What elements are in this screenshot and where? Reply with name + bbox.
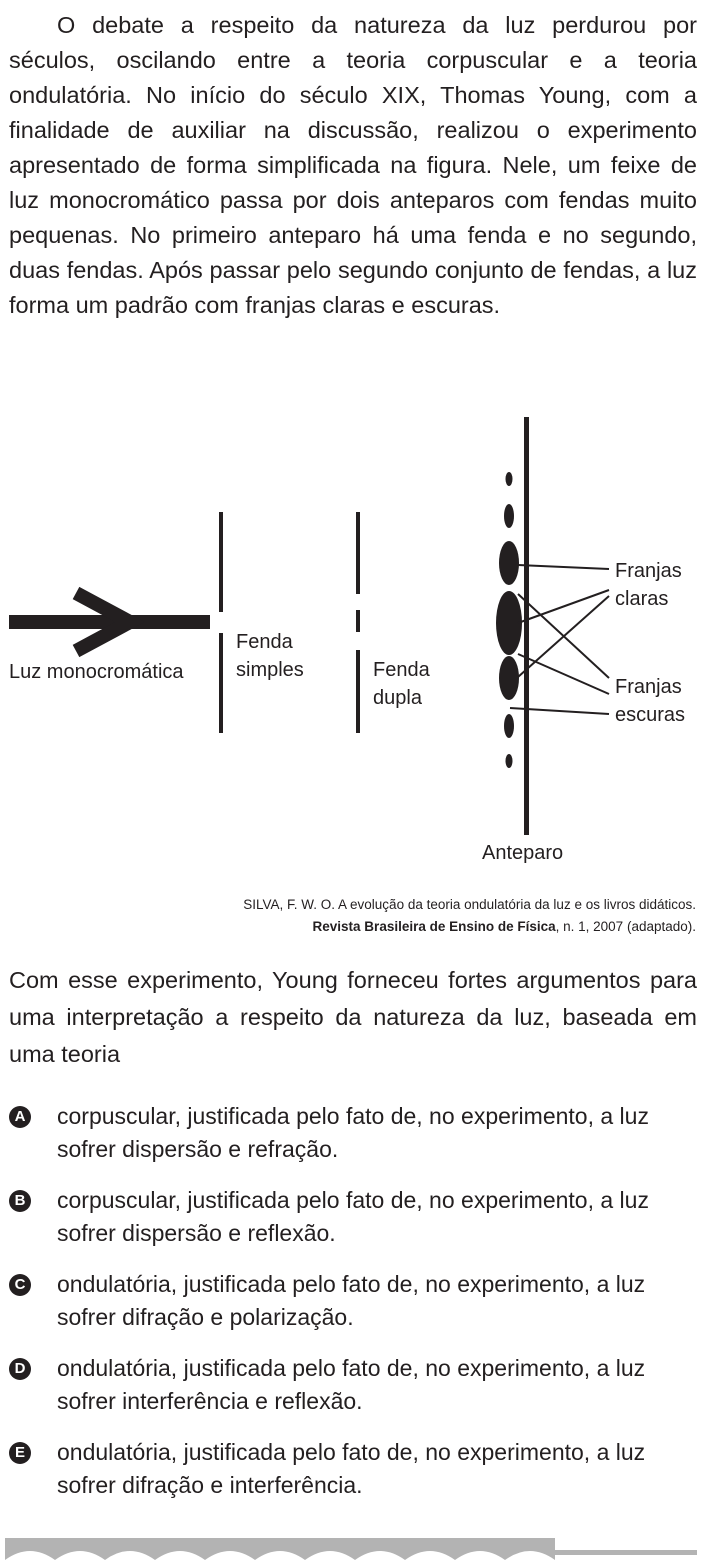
bright-fringes-label-2: claras (615, 588, 668, 610)
citation-details: , n. 1, 2007 (adaptado). (555, 919, 696, 934)
dark-fringes-label-1: Franjas (615, 676, 682, 698)
dark-fringes-label-2: escuras (615, 704, 685, 726)
option-b-text: corpuscular, justificada pelo fato de, n… (57, 1187, 649, 1246)
option-d[interactable]: D ondulatória, justificada pelo fato de,… (9, 1352, 699, 1418)
young-experiment-figure: Luz monocromática Fenda simples Fenda du… (9, 417, 685, 864)
option-e-text: ondulatória, justificada pelo fato de, n… (57, 1439, 646, 1498)
option-d-text: ondulatória, justificada pelo fato de, n… (57, 1355, 646, 1414)
single-slit-label-1: Fenda (236, 631, 294, 653)
screen-barrier (524, 417, 529, 835)
bright-fringes-label-1: Franjas (615, 560, 682, 582)
double-slit-barrier (356, 512, 360, 733)
option-b-badge: B (9, 1190, 31, 1212)
light-beam-arrow (9, 586, 210, 658)
fringe-pointer-lines (509, 564, 610, 715)
source-citation: SILVA, F. W. O. A evolução da teoria ond… (243, 894, 696, 938)
screen-label: Anteparo (482, 842, 563, 864)
fringe-pattern (496, 472, 522, 768)
option-d-badge: D (9, 1358, 31, 1380)
double-slit-label-1: Fenda (373, 659, 431, 681)
option-c-badge: C (9, 1274, 31, 1296)
double-slit-label-2: dupla (373, 687, 423, 709)
option-a-badge: A (9, 1106, 31, 1128)
option-a[interactable]: A corpuscular, justificada pelo fato de,… (9, 1100, 699, 1166)
option-e[interactable]: E ondulatória, justificada pelo fato de,… (9, 1436, 699, 1502)
single-slit-barrier (219, 512, 223, 733)
citation-line-2: Revista Brasileira de Ensino de Física, … (243, 916, 696, 938)
intro-text: O debate a respeito da natureza da luz p… (9, 12, 697, 318)
option-c[interactable]: C ondulatória, justificada pelo fato de,… (9, 1268, 699, 1334)
option-a-text: corpuscular, justificada pelo fato de, n… (57, 1103, 649, 1162)
answer-options: A corpuscular, justificada pelo fato de,… (9, 1100, 699, 1520)
option-b[interactable]: B corpuscular, justificada pelo fato de,… (9, 1184, 699, 1250)
option-c-text: ondulatória, justificada pelo fato de, n… (57, 1271, 646, 1330)
footer-decoration (5, 1538, 697, 1560)
single-slit-label-2: simples (236, 659, 304, 681)
option-e-badge: E (9, 1442, 31, 1464)
light-label: Luz monocromática (9, 661, 184, 683)
citation-journal: Revista Brasileira de Ensino de Física (312, 919, 556, 934)
citation-line-1: SILVA, F. W. O. A evolução da teoria ond… (243, 897, 696, 912)
intro-paragraph: O debate a respeito da natureza da luz p… (9, 8, 697, 323)
question-stem: Com esse experimento, Young forneceu for… (9, 967, 697, 1067)
